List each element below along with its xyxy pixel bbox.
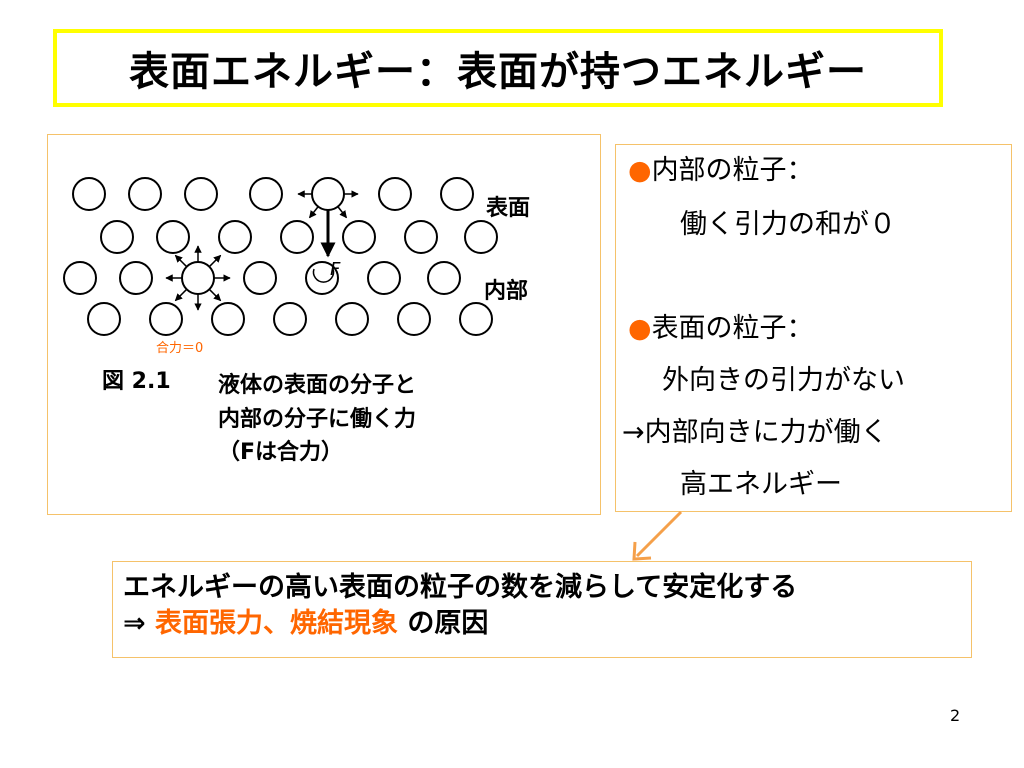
molecule-circle-r1-c0 bbox=[100, 220, 134, 254]
caption-line-2: 内部の分子に働く力 bbox=[218, 407, 417, 432]
molecule-circle-r1-c4 bbox=[342, 220, 376, 254]
interior-force-arrow-5 bbox=[174, 254, 188, 268]
molecule-circle-r1-c3 bbox=[280, 220, 314, 254]
molecule-circle-r0-c0 bbox=[72, 177, 106, 211]
conclusion-box: エネルギーの高い表面の粒子の数を減らして安定化する ⇒ 表面張力、焼結現象 の原… bbox=[112, 561, 972, 658]
conclusion-line-1: エネルギーの高い表面の粒子の数を減らして安定化する bbox=[123, 572, 798, 603]
interior-text: 働く引力の和が０ bbox=[680, 209, 896, 240]
molecule-circle-r3-c5 bbox=[397, 302, 431, 336]
surface-heading-text: 表面の粒子： bbox=[651, 313, 814, 344]
molecule-circle-r3-c0 bbox=[87, 302, 121, 336]
caption-number: 図 2.1 bbox=[102, 369, 171, 394]
conclusion-line-2: ⇒ 表面張力、焼結現象 の原因 bbox=[123, 606, 961, 642]
molecule-circle-r0-c5 bbox=[378, 177, 412, 211]
caption-line-1: 液体の表面の分子と bbox=[218, 373, 417, 398]
interior-force-arrow-1 bbox=[208, 288, 222, 302]
surface-force-arrow-down-left bbox=[308, 206, 319, 219]
surface-text-3: 高エネルギー bbox=[680, 469, 842, 500]
molecule-circle-r3-c1 bbox=[149, 302, 183, 336]
molecule-circle-r3-c3 bbox=[273, 302, 307, 336]
molecule-diagram bbox=[63, 177, 498, 336]
conclusion-highlight: 表面張力、焼結現象 bbox=[155, 608, 399, 639]
molecule-circle-r2-c1 bbox=[119, 261, 153, 295]
molecule-circle-r0-c3 bbox=[249, 177, 283, 211]
molecule-circle-r1-c2 bbox=[218, 220, 252, 254]
page-number: 2 bbox=[950, 706, 961, 725]
slide-title: 表面エネルギー：表面が持つエネルギー bbox=[53, 29, 943, 107]
explanation-box: ●内部の粒子： 働く引力の和が０ ●表面の粒子： 外向きの引力がない →内部向き… bbox=[615, 144, 1012, 512]
molecule-circle-r1-c5 bbox=[404, 220, 438, 254]
implies-arrow: ⇒ bbox=[123, 608, 156, 639]
molecule-circle-r2-c2 bbox=[181, 261, 215, 295]
caption-line-3: （Fは合力） bbox=[218, 440, 344, 465]
molecule-circle-r2-c4 bbox=[305, 261, 339, 295]
molecule-circle-r2-c3 bbox=[243, 261, 277, 295]
molecule-circle-r0-c2 bbox=[184, 177, 218, 211]
surface-heading: ●表面の粒子： bbox=[628, 311, 814, 347]
surface-text-2: →内部向きに力が働く bbox=[622, 417, 888, 448]
down-left-arrow-icon bbox=[632, 510, 683, 561]
label-surface: 表面 bbox=[486, 196, 531, 221]
interior-force-arrow-3 bbox=[174, 288, 188, 302]
label-force: F bbox=[330, 259, 341, 280]
molecule-circle-r0-c4 bbox=[311, 177, 345, 211]
molecule-circle-r3-c2 bbox=[211, 302, 245, 336]
molecule-circle-r3-c6 bbox=[459, 302, 493, 336]
molecule-circle-r3-c4 bbox=[335, 302, 369, 336]
molecule-circle-r0-c1 bbox=[128, 177, 162, 211]
molecule-figure: 表面 内部 F 合力＝0 図 2.1 液体の表面の分子と 内部の分子に働く力 （… bbox=[47, 134, 601, 515]
molecule-circle-r2-c6 bbox=[427, 261, 461, 295]
interior-gap-arc bbox=[312, 268, 335, 283]
bullet-icon: ● bbox=[628, 313, 652, 344]
label-interior: 内部 bbox=[484, 279, 529, 304]
molecule-circle-r0-c6 bbox=[440, 177, 474, 211]
interior-heading-text: 内部の粒子： bbox=[651, 155, 814, 186]
molecule-circle-r1-c6 bbox=[464, 220, 498, 254]
molecule-circle-r2-c0 bbox=[63, 261, 97, 295]
molecule-circle-r2-c5 bbox=[367, 261, 401, 295]
surface-text-1: 外向きの引力がない bbox=[662, 365, 905, 396]
molecule-circle-r1-c1 bbox=[156, 220, 190, 254]
interior-force-arrow-7 bbox=[208, 254, 222, 268]
interior-heading: ●内部の粒子： bbox=[628, 153, 814, 189]
conclusion-suffix: の原因 bbox=[398, 608, 489, 639]
label-resultant: 合力＝0 bbox=[156, 341, 204, 356]
bullet-icon: ● bbox=[628, 155, 652, 186]
surface-force-arrow-down-right bbox=[337, 206, 348, 219]
